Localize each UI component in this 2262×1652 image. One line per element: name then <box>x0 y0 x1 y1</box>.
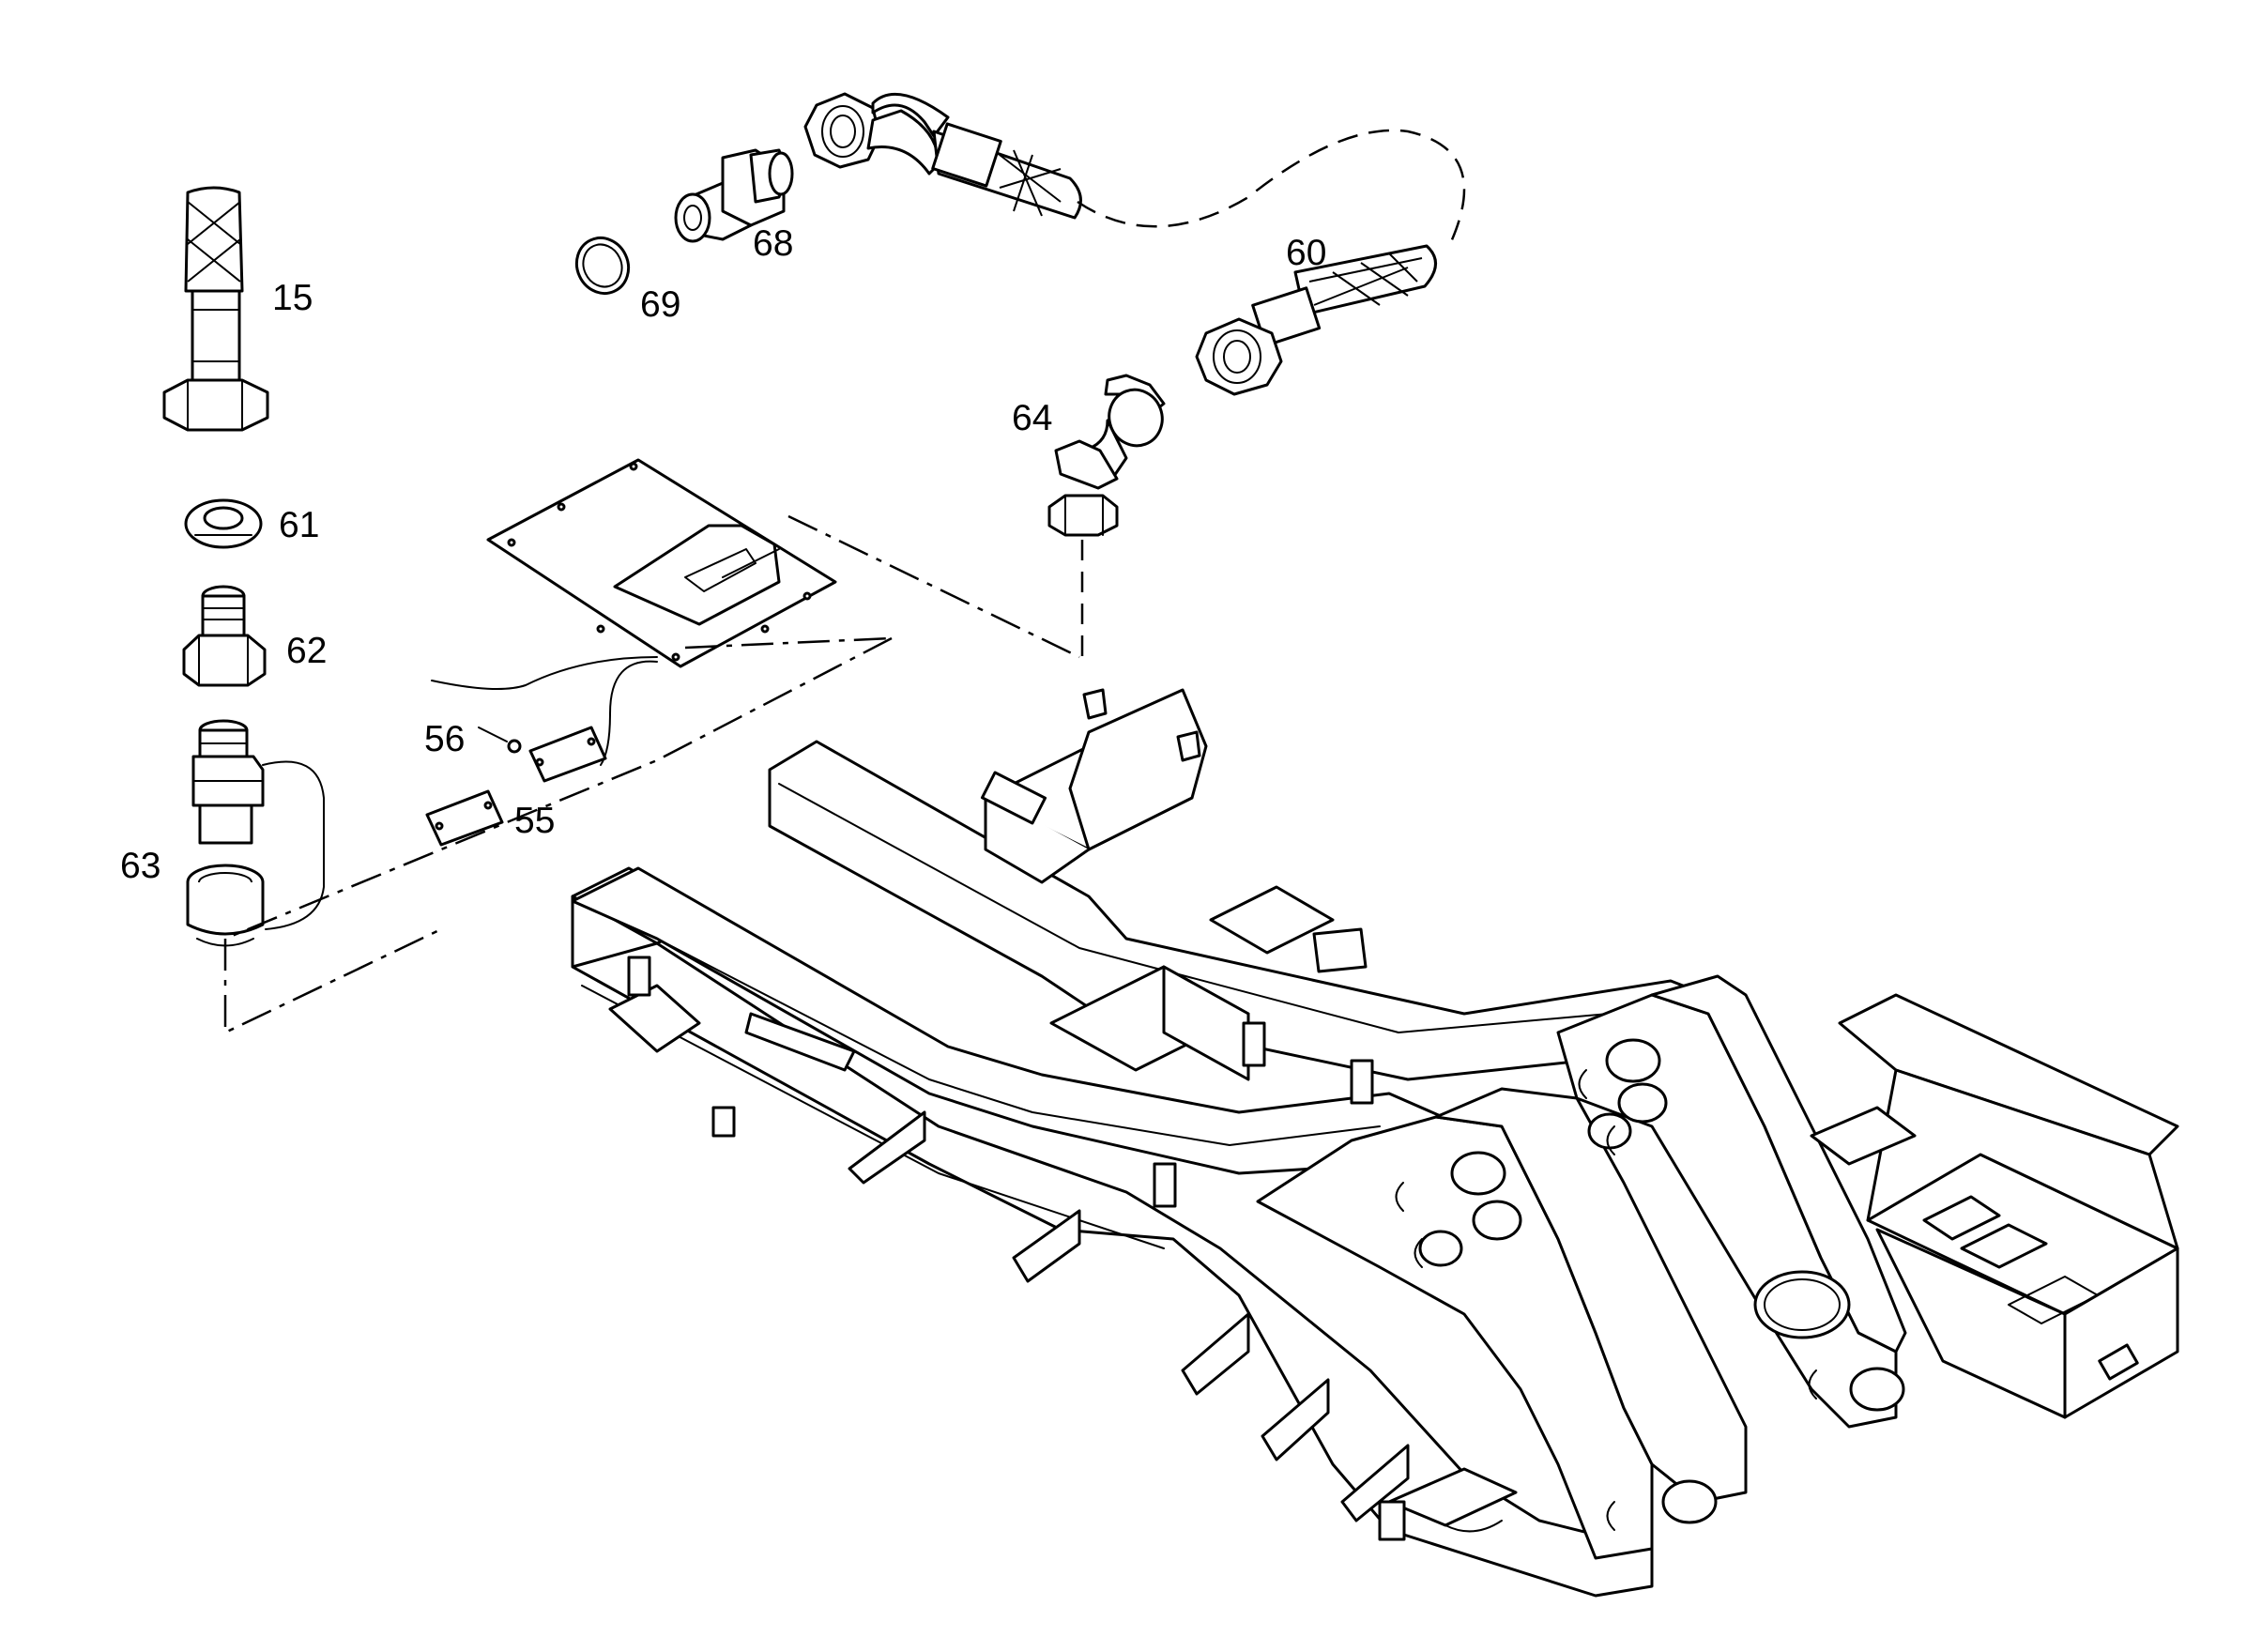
callout-55: 55 <box>514 801 555 841</box>
callout-61: 61 <box>279 505 319 545</box>
pin-56[interactable] <box>478 727 522 754</box>
adapter-62[interactable] <box>182 585 267 687</box>
nut-61[interactable] <box>184 498 263 549</box>
callout-63: 63 <box>120 846 160 886</box>
o-ring-69[interactable] <box>568 229 637 301</box>
cover-plate[interactable] <box>223 458 1080 1034</box>
hose-end-15[interactable] <box>162 186 269 432</box>
fitting-68[interactable] <box>674 148 794 243</box>
callout-64: 64 <box>1012 398 1052 438</box>
plates-55[interactable] <box>425 726 607 847</box>
callout-68: 68 <box>753 223 793 264</box>
main-frame <box>571 688 2179 1598</box>
quick-coupling-63[interactable] <box>186 719 325 947</box>
callout-62: 62 <box>286 631 327 671</box>
callout-56: 56 <box>424 719 465 759</box>
hose-60[interactable] <box>803 92 1466 396</box>
callout-15: 15 <box>272 278 313 318</box>
callout-69: 69 <box>640 284 680 325</box>
callout-60: 60 <box>1286 233 1326 273</box>
elbow-fitting-64[interactable] <box>1047 374 1170 657</box>
